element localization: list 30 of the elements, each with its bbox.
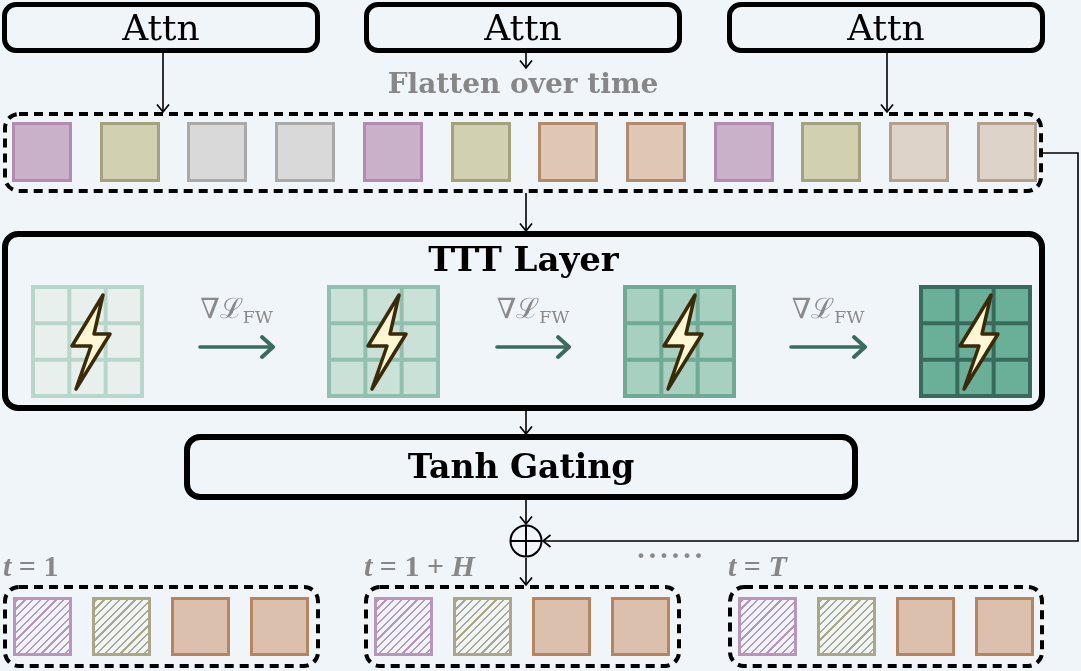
arrow [198,335,275,359]
process-box: Attn [727,2,1045,53]
circled-plus-icon [509,524,543,558]
process-box: Attn [2,2,320,53]
arrow [519,499,533,525]
process-box: Tanh Gating [184,434,858,500]
arrow [156,52,170,113]
weight-grid [31,285,144,398]
arrow [880,52,894,113]
layer-title: TTT Layer [427,242,620,276]
time-label: t = 1 + H [364,549,475,583]
arrow [542,152,1079,548]
arrow [519,52,533,69]
time-label: t = 1 [3,549,59,583]
arrow [789,335,867,359]
token-group [3,585,320,668]
process-box: Attn [364,2,682,53]
time-label: t = T [728,549,787,583]
token-group [728,585,1044,668]
arrow [495,335,571,359]
arrow [519,410,533,435]
token-group [364,585,681,668]
group-heading: Flatten over time [386,68,660,100]
arrow [519,557,533,586]
arrow [519,192,533,232]
continuation-dots: ······ [636,540,706,570]
weight-grid [327,285,440,398]
layer-panel [2,231,1045,411]
weight-grid [919,285,1032,398]
weight-grid [623,285,736,398]
